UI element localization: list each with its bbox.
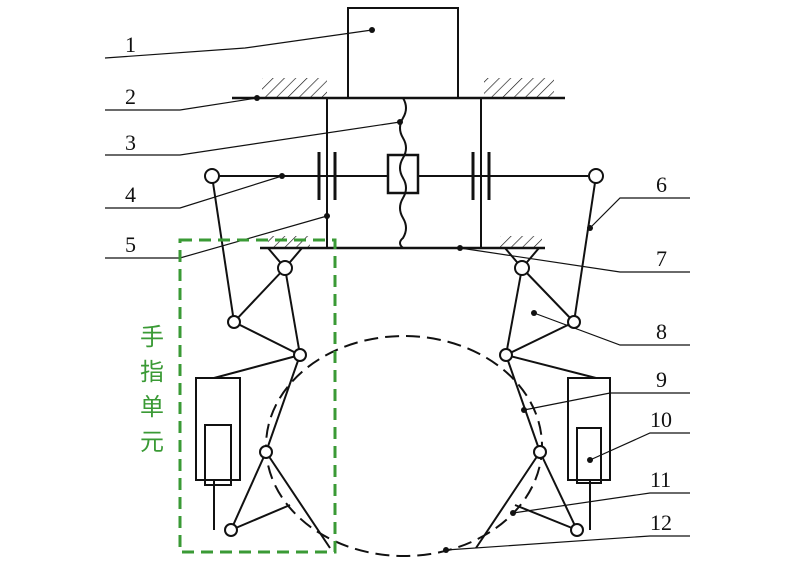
joint-left-top: [204, 168, 220, 184]
left-link-g: [213, 354, 301, 379]
joint-left-knuckle: [259, 445, 273, 459]
leader-2: [105, 97, 258, 111]
label-11: 11: [650, 467, 671, 492]
left-link-h: [230, 504, 291, 531]
label-3: 3: [125, 130, 136, 155]
label-6: 6: [656, 172, 667, 197]
joint-right-knuckle: [533, 445, 547, 459]
joint-left-elbow: [227, 315, 241, 329]
right-link-c: [505, 267, 523, 356]
right-link-h: [514, 504, 578, 531]
left-link-a: [233, 267, 286, 323]
left-link-c: [284, 267, 301, 356]
left-cylinder: [195, 377, 241, 481]
leader-8: [533, 312, 690, 346]
finger-unit-box: [178, 238, 337, 554]
label-9: 9: [656, 367, 667, 392]
finger-unit-char-2: 指: [140, 358, 164, 386]
finger-unit-char-4: 元: [140, 428, 164, 456]
joint-left-mid: [293, 348, 307, 362]
right-link-b: [505, 321, 575, 356]
right-link-6: [573, 175, 597, 323]
label-4: 4: [125, 182, 136, 207]
label-10: 10: [650, 407, 672, 432]
left-link-f: [230, 451, 267, 531]
leader-7: [459, 247, 690, 273]
left-piston: [204, 424, 232, 486]
ground-hatch-small-right: [500, 236, 542, 248]
leader-6: [589, 197, 690, 229]
joint-left-pivot: [277, 260, 293, 276]
leader-10: [589, 432, 690, 461]
ground-hatch-right: [484, 78, 554, 98]
right-link-e: [475, 451, 541, 549]
leader-1: [104, 29, 373, 59]
left-link-6: [211, 175, 235, 323]
ground-hatch-left: [262, 78, 327, 98]
right-link-g: [505, 354, 597, 379]
screw-nut: [386, 153, 420, 195]
joint-right-bottom: [570, 523, 584, 537]
joint-right-mid: [499, 348, 513, 362]
grasped-object: [265, 335, 543, 557]
label-5: 5: [125, 232, 136, 257]
leader-9: [523, 392, 690, 411]
label-12: 12: [650, 510, 672, 535]
finger-unit-char-1: 手: [140, 323, 164, 351]
finger-unit-char-3: 单: [140, 393, 164, 421]
label-7: 7: [656, 246, 667, 271]
right-piston: [576, 427, 602, 484]
motor-block: [347, 7, 459, 99]
left-link-d: [265, 354, 301, 453]
joint-right-elbow: [567, 315, 581, 329]
leader-11: [512, 492, 690, 514]
joint-right-pivot: [514, 260, 530, 276]
left-link-b: [233, 321, 301, 356]
leader-12: [445, 535, 690, 551]
joint-right-top: [588, 168, 604, 184]
label-8: 8: [656, 319, 667, 344]
label-2: 2: [125, 84, 136, 109]
right-link-a: [521, 267, 575, 323]
label-1: 1: [125, 32, 136, 57]
joint-left-bottom: [224, 523, 238, 537]
right-link-f: [539, 451, 578, 531]
leader-4: [105, 175, 283, 209]
leader-3: [105, 121, 401, 156]
right-link-d: [505, 354, 541, 453]
ground-hatch-small-left: [268, 236, 310, 248]
